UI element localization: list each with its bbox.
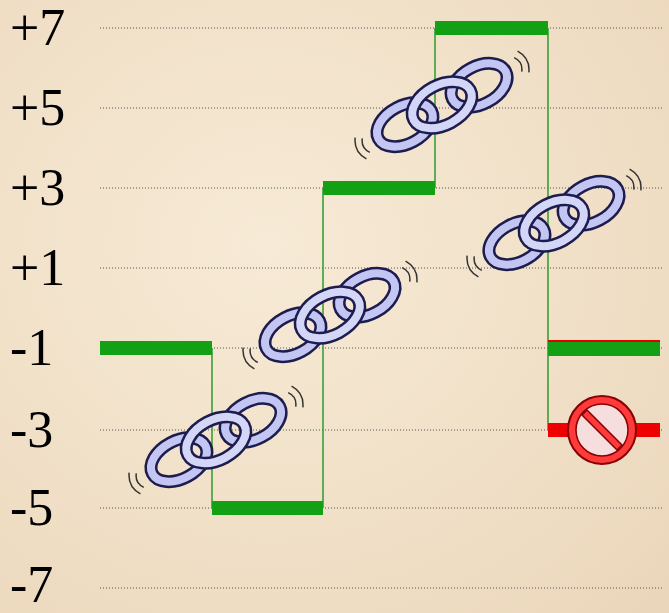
axis-value: -5 bbox=[10, 482, 53, 534]
chain-links bbox=[122, 42, 648, 502]
axis-value: -3 bbox=[10, 404, 53, 456]
axis-value: +7 bbox=[10, 2, 65, 54]
prohibition-sign bbox=[568, 396, 636, 464]
energy-levels bbox=[100, 21, 660, 515]
axis-value: -1 bbox=[10, 322, 53, 374]
grid-lines bbox=[100, 28, 662, 588]
axis-value: +3 bbox=[10, 162, 65, 214]
axis-value: +1 bbox=[10, 242, 65, 294]
axis-value: +5 bbox=[10, 82, 65, 134]
axis-value: -7 bbox=[10, 559, 53, 611]
